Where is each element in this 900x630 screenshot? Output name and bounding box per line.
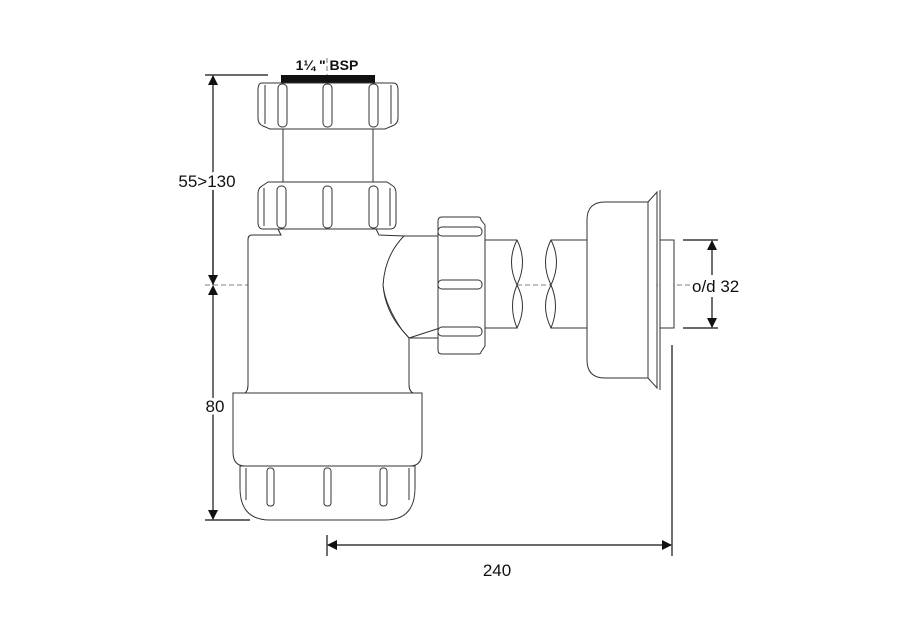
outlet-diameter-dimension xyxy=(683,239,718,329)
inlet-height-label: 55>130 xyxy=(178,172,235,191)
inlet-seal xyxy=(281,75,375,83)
inlet-size-label: 1¼ " BSP xyxy=(296,57,359,73)
bottom-cap xyxy=(239,465,416,521)
bottle-band xyxy=(232,392,423,467)
outlet-nut xyxy=(437,216,486,355)
slip-nut xyxy=(257,181,397,230)
wall-flange xyxy=(586,190,675,390)
trap-depth-label: 80 xyxy=(206,397,225,416)
reach-dimension xyxy=(326,345,673,556)
height-dimensions xyxy=(205,74,268,521)
outlet-pipe xyxy=(484,239,588,329)
outlet-diameter-label: o/d 32 xyxy=(692,277,739,296)
bottle-trap xyxy=(232,75,675,521)
top-nut xyxy=(257,82,399,130)
inlet-tube xyxy=(282,128,374,183)
reach-label: 240 xyxy=(483,561,511,580)
